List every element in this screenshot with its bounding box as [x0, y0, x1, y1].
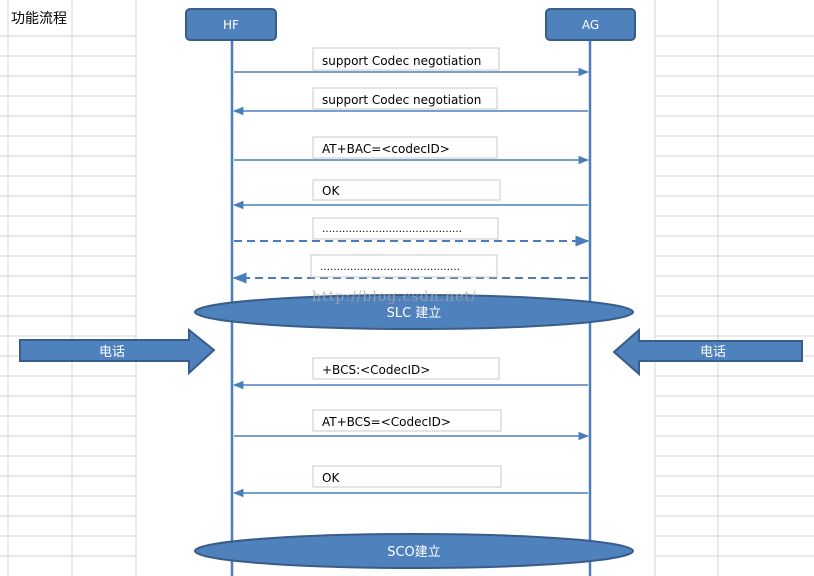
message-label: support Codec negotiation: [322, 93, 481, 107]
participant-label: HF: [223, 18, 239, 32]
message-2: support Codec negotiation: [232, 87, 588, 116]
message-label: ……………………………………: [320, 262, 460, 273]
message-5: ……………………………………: [234, 217, 590, 247]
message-7: +BCS:<CodecID>: [232, 357, 588, 390]
message-label-box: [312, 47, 500, 71]
participant-label: AG: [582, 18, 599, 32]
side-arrow-left: 电话: [612, 327, 803, 377]
side-arrow-right: 电话: [19, 327, 216, 376]
message-6: ……………………………………: [232, 254, 588, 284]
message-label-box: [312, 465, 502, 488]
message-label-box: [312, 357, 500, 380]
state-label: SCO建立: [387, 545, 441, 560]
participant-ag: AG: [545, 8, 636, 41]
message-label-box: [312, 136, 498, 159]
side-arrow-label: 电话: [99, 345, 125, 360]
message-label-box: [310, 254, 498, 278]
side-arrow-label: 电话: [700, 345, 726, 360]
state-label: SLC 建立: [387, 306, 442, 321]
message-label-box: [312, 179, 501, 201]
watermark: http://blog.csdn.net/: [312, 289, 477, 305]
sheet-title: 功能流程: [11, 11, 67, 27]
message-label-box: [312, 409, 502, 432]
message-label: OK: [322, 184, 340, 198]
message-label: OK: [322, 471, 340, 485]
state-1: SLC 建立: [194, 294, 634, 330]
message-label: ……………………………………: [322, 224, 462, 235]
message-label: AT+BAC=<codecID>: [322, 142, 450, 156]
state-2: SCO建立: [194, 533, 634, 569]
message-1: support Codec negotiation: [234, 47, 590, 77]
message-label: +BCS:<CodecID>: [322, 363, 430, 377]
message-label-box: [312, 87, 498, 110]
participant-hf: HF: [185, 8, 277, 41]
message-8: AT+BCS=<CodecID>: [234, 409, 590, 441]
message-label-box: [312, 217, 499, 240]
message-label: support Codec negotiation: [322, 54, 481, 68]
message-4: OK: [232, 179, 588, 210]
message-3: AT+BAC=<codecID>: [234, 136, 590, 165]
message-9: OK: [232, 465, 588, 498]
message-label: AT+BCS=<CodecID>: [322, 415, 451, 429]
